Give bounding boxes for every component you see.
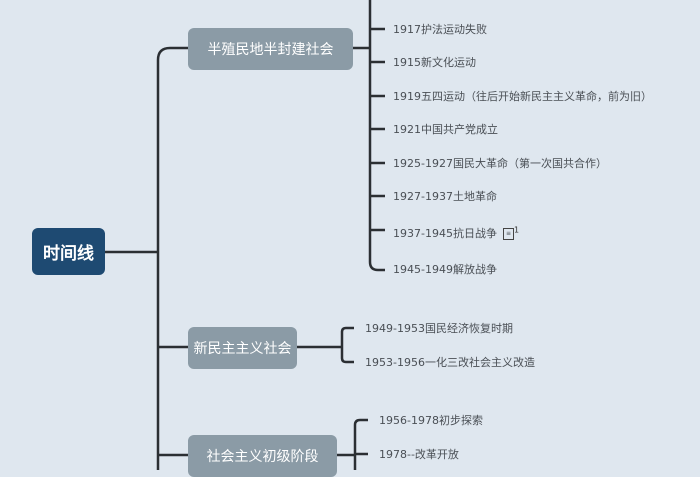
leaf-item[interactable]: 1921中国共产党成立	[393, 123, 498, 136]
branch-socialist-primary[interactable]: 社会主义初级阶段	[188, 435, 337, 477]
leaf-item-with-note[interactable]: 1937-1945抗日战争 ≡1	[393, 225, 519, 241]
leaf-item[interactable]: 1949-1953国民经济恢复时期	[365, 322, 513, 335]
leaf-text: 1937-1945抗日战争	[393, 227, 497, 240]
leaf-item[interactable]: 1956-1978初步探索	[379, 414, 483, 427]
branch-semi-colonial[interactable]: 半殖民地半封建社会	[188, 28, 353, 70]
note-icon[interactable]: ≡	[502, 228, 514, 240]
branch-new-democratic[interactable]: 新民主主义社会	[188, 327, 297, 369]
leaf-item[interactable]: 1925-1927国民大革命（第一次国共合作）	[393, 157, 607, 170]
leaf-item[interactable]: 1917护法运动失败	[393, 23, 487, 36]
root-node[interactable]: 时间线	[32, 228, 105, 275]
leaf-item[interactable]: 1927-1937土地革命	[393, 190, 497, 203]
leaf-item[interactable]: 1953-1956一化三改社会主义改造	[365, 356, 535, 369]
leaf-item[interactable]: 1915新文化运动	[393, 56, 476, 69]
leaf-item[interactable]: 1978--改革开放	[379, 448, 459, 461]
leaf-item[interactable]: 1945-1949解放战争	[393, 263, 497, 276]
leaf-item[interactable]: 1919五四运动（往后开始新民主主义革命，前为旧）	[393, 90, 652, 103]
note-count: 1	[513, 225, 520, 235]
